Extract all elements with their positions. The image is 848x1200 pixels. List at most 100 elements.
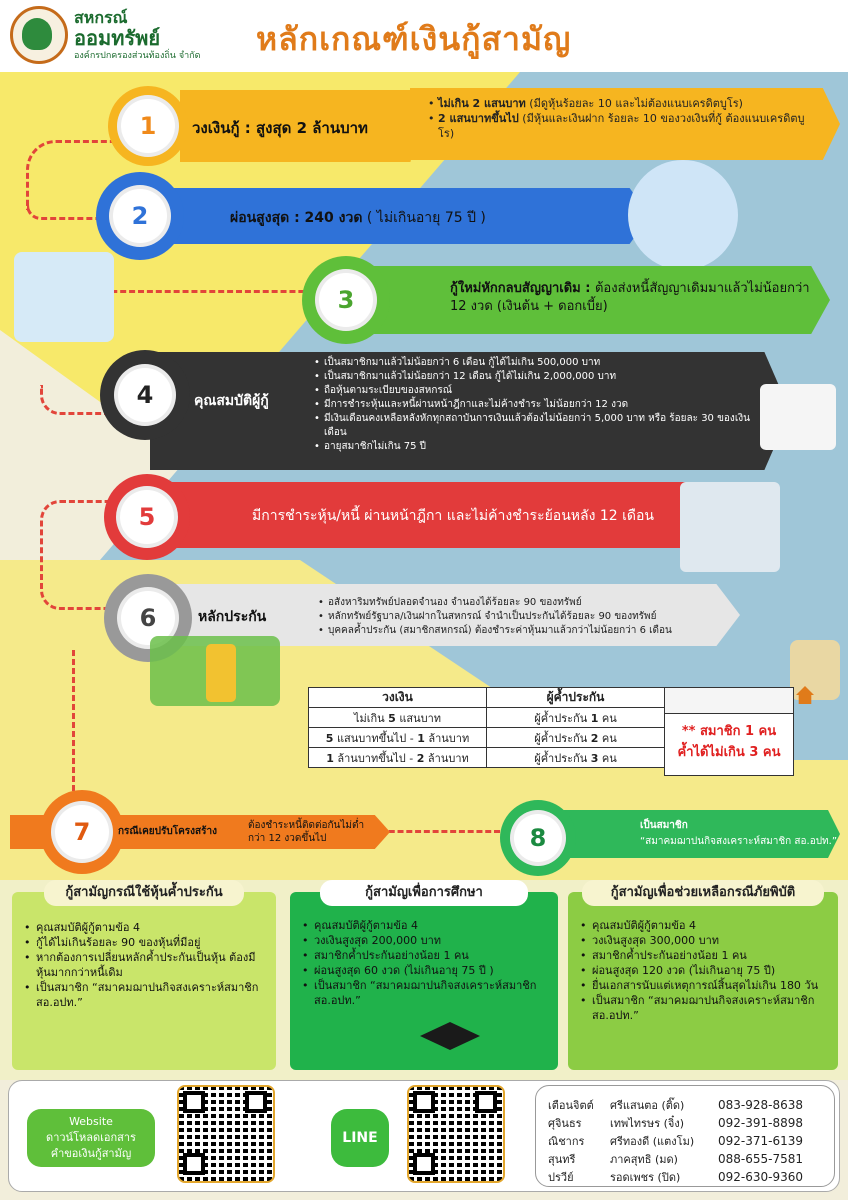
guarantor-note-line2: ค้ำได้ไม่เกิน 3 คน bbox=[677, 745, 781, 760]
guarantor-note-box: ** สมาชิก 1 คน ค้ำได้ไม่เกิน 3 คน bbox=[664, 687, 794, 776]
step1-details: ไม่เกิน 2 แสนบาท (มีดูหุ้นร้อยละ 10 และไ… bbox=[428, 96, 808, 141]
connector-2 bbox=[26, 205, 116, 220]
card-share-collateral: กู้สามัญกรณีใช้หุ้นค้ำประกัน คุณสมบัติผู… bbox=[12, 880, 276, 1070]
contact-row: ศุจินธรเทพไทรษร (จิ๋ง)092-391-8898 bbox=[548, 1116, 804, 1130]
contact-row: เตือนจิตต์ศรีแสนตอ (ติ๊ด)083-928-8638 bbox=[548, 1098, 804, 1112]
money-bag-icon bbox=[790, 640, 840, 700]
step8-number: 8 bbox=[510, 810, 566, 866]
step2-number: 2 bbox=[109, 185, 171, 247]
connector-1-2 bbox=[26, 140, 126, 210]
step2-circle: 2 bbox=[96, 172, 184, 260]
website-download-button[interactable]: Website ดาวน์โหลดเอกสาร คำขอเงินกู้สามัญ bbox=[27, 1109, 155, 1167]
step1-item: ไม่เกิน 2 แสนบาท (มีดูหุ้นร้อยละ 10 และไ… bbox=[428, 96, 808, 111]
step6-item: อสังหาริมทรัพย์ปลอดจำนอง จำนองได้ร้อยละ … bbox=[318, 596, 728, 610]
line-app-icon[interactable]: LINE bbox=[331, 1109, 389, 1167]
card-disaster-title: กู้สามัญเพื่อช่วยเหลือกรณีภัยพิบัติ bbox=[582, 880, 824, 906]
step6-item: หลักทรัพย์รัฐบาล/เงินฝากในสหกรณ์ จำนำเป็… bbox=[318, 610, 728, 624]
card-item: เป็นสมาชิก “สมาคมฌาปนกิจสงเคราะห์สมาชิก … bbox=[302, 978, 547, 1008]
step2-label: ผ่อนสูงสุด : 240 งวด ( ไม่เกินอายุ 75 ปี… bbox=[230, 210, 486, 226]
step6-item: บุคคลค้ำประกัน (สมาชิกสหกรณ์) ต้องชำระค่… bbox=[318, 624, 728, 638]
step3-text: กู้ใหม่หักกลบสัญญาเดิม : ต้องส่งหนี้สัญญ… bbox=[450, 281, 810, 314]
bank-counter-illustration bbox=[680, 482, 780, 572]
card-education-title: กู้สามัญเพื่อการศึกษา bbox=[320, 880, 528, 906]
step1-band bbox=[180, 90, 420, 162]
step8-label: เป็นสมาชิก bbox=[640, 820, 688, 831]
card-item: เป็นสมาชิก “สมาคมฌาปนกิจสงเคราะห์สมาชิก … bbox=[24, 980, 269, 1010]
step5-label: มีการชำระหุ้น/หนี้ ผ่านหน้าฎีกา และไม่ค้… bbox=[252, 508, 654, 524]
step5-circle: 5 bbox=[104, 474, 190, 560]
step8-text: “สมาคมฌาปนกิจสงเคราะห์สมาชิก สอ.อปท.” bbox=[640, 836, 837, 847]
step8-circle: 8 bbox=[500, 800, 576, 876]
step4-item: มีเงินเดือนคงเหลือหลังหักทุกสถาบันการเงิ… bbox=[314, 412, 754, 440]
website-download-label: ดาวน์โหลดเอกสาร bbox=[46, 1131, 136, 1144]
table-row: ไม่เกิน 5 แสนบาท ผู้ค้ำประกัน 1 คน bbox=[308, 707, 665, 728]
table-header-row: วงเงิน ผู้ค้ำประกัน bbox=[308, 687, 665, 708]
step4-item: มีการชำระหุ้นและหนี้ผ่านหน้าฎีกาและไม่ค้… bbox=[314, 398, 754, 412]
card-item: ผ่อนสูงสุด 120 งวด (ไม่เกินอายุ 75 ปี) bbox=[580, 963, 830, 978]
connector-7-8 bbox=[380, 830, 500, 836]
step3-band bbox=[360, 266, 830, 334]
table-cell-guarantor: ผู้ค้ำประกัน 2 คน bbox=[486, 727, 665, 748]
org-name-line3: องค์กรปกครองส่วนท้องถิ่น จำกัด bbox=[74, 51, 201, 61]
website-label: Website bbox=[69, 1115, 113, 1128]
page-title: หลักเกณฑ์เงินกู้สามัญ bbox=[256, 20, 572, 58]
card-item: ยื่นเอกสารนับแต่เหตุการณ์สิ้นสุดไม่เกิน … bbox=[580, 978, 830, 993]
contact-row: ณิชากรศรีทองดี (แตงโม)092-371-6139 bbox=[548, 1134, 804, 1148]
step3-circle: 3 bbox=[302, 256, 390, 344]
table-cell-amount: ไม่เกิน 5 แสนบาท bbox=[308, 707, 487, 728]
step4-item: ถือหุ้นตามระเบียบของสหกรณ์ bbox=[314, 384, 754, 398]
contact-row: ปรวีย์รอดเพชร (ปิด)092-630-9360 bbox=[548, 1170, 804, 1184]
table-cell-guarantor: ผู้ค้ำประกัน 1 คน bbox=[486, 707, 665, 728]
table-cell-guarantor: ผู้ค้ำประกัน 3 คน bbox=[486, 747, 665, 768]
step4-item: อายุสมาชิกไม่เกิน 75 ปี bbox=[314, 440, 754, 454]
step4-details: เป็นสมาชิกมาแล้วไม่น้อยกว่า 6 เดือน กู้ไ… bbox=[314, 356, 754, 454]
card-item: หากต้องการเปลี่ยนหลักค้ำประกันเป็นหุ้น ต… bbox=[24, 950, 269, 980]
graduation-cap-icon bbox=[420, 1022, 480, 1050]
card-disaster: กู้สามัญเพื่อช่วยเหลือกรณีภัยพิบัติ คุณส… bbox=[568, 880, 838, 1070]
checklist-illustration bbox=[14, 252, 114, 342]
card-item: สมาชิกค้ำประกันอย่างน้อย 1 คน bbox=[580, 948, 830, 963]
card-item: วงเงินสูงสุด 300,000 บาท bbox=[580, 933, 830, 948]
step5-band bbox=[150, 482, 710, 548]
step7-label: กรณีเคยปรับโครงสร้าง bbox=[118, 826, 218, 837]
coop-logo-leaf-icon bbox=[22, 18, 52, 50]
step3-number: 3 bbox=[315, 269, 377, 331]
step4-item: เป็นสมาชิกมาแล้วไม่น้อยกว่า 6 เดือน กู้ไ… bbox=[314, 356, 754, 370]
step6-circle: 6 bbox=[104, 574, 192, 662]
card-item: คุณสมบัติผู้กู้ตามข้อ 4 bbox=[24, 920, 269, 935]
step7-number: 7 bbox=[51, 801, 113, 863]
step8-band bbox=[540, 810, 840, 858]
table-header-amount: วงเงิน bbox=[308, 687, 487, 708]
contact-row: สุนทรีภาคสุทธิ (มด)088-655-7581 bbox=[548, 1152, 804, 1166]
guarantor-note-line1: ** สมาชิก 1 คน bbox=[681, 724, 777, 739]
table-header-guarantor: ผู้ค้ำประกัน bbox=[486, 687, 665, 708]
connector-5-6 bbox=[40, 500, 120, 610]
qr-corner bbox=[475, 1091, 497, 1113]
step5-number: 5 bbox=[116, 486, 178, 548]
step2-band bbox=[140, 188, 650, 244]
card-item: สมาชิกค้ำประกันอย่างน้อย 1 คน bbox=[302, 948, 547, 963]
qr-corner bbox=[413, 1091, 435, 1113]
card-item: วงเงินสูงสุด 200,000 บาท bbox=[302, 933, 547, 948]
step1-circle: 1 bbox=[108, 86, 188, 166]
document-illustration bbox=[760, 384, 836, 450]
contacts-box bbox=[535, 1085, 835, 1187]
header: สหกรณ์ ออมทรัพย์ องค์กรปกครองส่วนท้องถิ่… bbox=[0, 0, 848, 72]
website-form-label: คำขอเงินกู้สามัญ bbox=[50, 1147, 132, 1160]
org-name-line1: สหกรณ์ bbox=[74, 8, 128, 27]
step1-number: 1 bbox=[117, 95, 179, 157]
house-icon bbox=[796, 686, 814, 704]
table-row: 5 แสนบาทขึ้นไป - 1 ล้านบาท ผู้ค้ำประกัน … bbox=[308, 727, 665, 748]
qr-corner bbox=[183, 1091, 205, 1113]
table-cell-amount: 5 แสนบาทขึ้นไป - 1 ล้านบาท bbox=[308, 727, 487, 748]
table-cell-amount: 1 ล้านบาทขึ้นไป - 2 ล้านบาท bbox=[308, 747, 487, 768]
step1-item: 2 แสนบาทขึ้นไป (มีหุ้นและเงินฝาก ร้อยละ … bbox=[428, 111, 808, 141]
step7-text: ต้องชำระหนี้ติดต่อกันไม่ต่ำกว่า 12 งวดขึ… bbox=[248, 820, 365, 844]
step1-label: วงเงินกู้ : สูงสุด 2 ล้านบาท bbox=[192, 119, 368, 137]
phone-dollar-icon bbox=[206, 644, 236, 702]
card-education: กู้สามัญเพื่อการศึกษา คุณสมบัติผู้กู้ตาม… bbox=[290, 880, 558, 1070]
step4-number: 4 bbox=[114, 364, 176, 426]
step4-circle: 4 bbox=[100, 350, 190, 440]
qr-corner bbox=[413, 1153, 435, 1175]
card-item: ผ่อนสูงสุด 60 งวด (ไม่เกินอายุ 75 ปี ) bbox=[302, 963, 547, 978]
